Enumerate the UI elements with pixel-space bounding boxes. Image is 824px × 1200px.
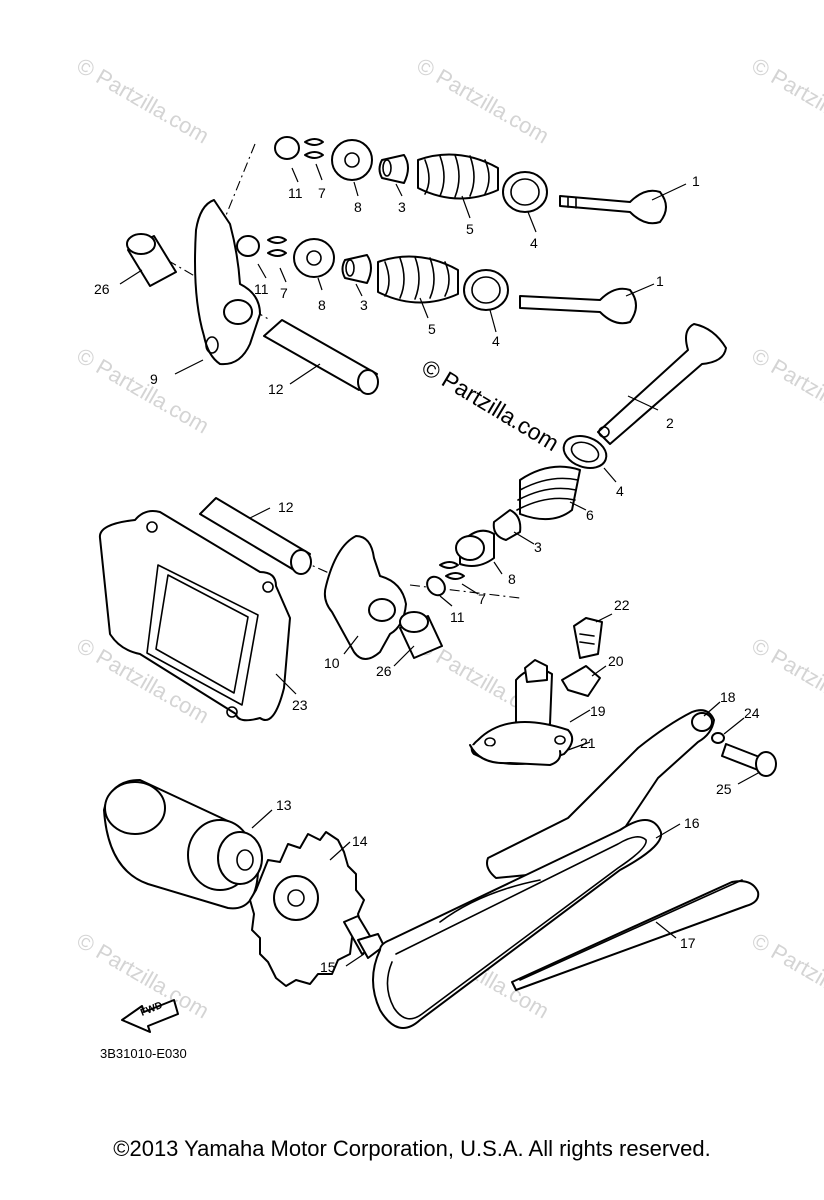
valve-row-upper <box>274 136 667 225</box>
callout-label: 15 <box>320 959 336 975</box>
rocker-shaft-12 <box>199 497 312 575</box>
callout-label: 11 <box>254 281 269 297</box>
axis-line <box>409 584 521 599</box>
callout-label: 14 <box>352 833 368 849</box>
valve-washer-4 <box>463 269 509 311</box>
callout-label: 3 <box>398 199 406 215</box>
rocker-shaft-12 <box>263 319 379 395</box>
watermark: © Partzilla.com <box>748 53 824 149</box>
cylinder-head-gasket-23 <box>98 510 291 722</box>
valve-keeper-7 <box>439 561 465 580</box>
chain-guide-bolt-25 <box>721 743 777 777</box>
valve-row-lower <box>236 235 637 325</box>
valve-cotter-11 <box>426 575 446 597</box>
rocker-shaft-sleeve-26 <box>126 233 177 287</box>
callout-label: 17 <box>680 935 696 951</box>
callout-label: 26 <box>376 663 392 679</box>
tensioner-gasket-21 <box>469 744 562 766</box>
callout-label: 18 <box>720 689 736 705</box>
callout-label: 3 <box>360 297 368 313</box>
callout-label: 7 <box>318 185 326 201</box>
chain-guide-18 <box>486 709 715 879</box>
rocker-arm-10 <box>323 535 407 660</box>
callout-label: 2 <box>666 415 674 431</box>
chain-guide-17 <box>511 879 760 991</box>
diagram-code: 3B31010-E030 <box>100 1046 187 1061</box>
valve-retainer-8 <box>331 139 373 181</box>
valve-washer-4 <box>562 435 608 469</box>
callout-label: 12 <box>278 499 294 515</box>
tensioner-clip-20 <box>561 665 601 697</box>
forward-arrow-icon: FWD <box>121 999 179 1033</box>
callout-label: 21 <box>580 735 596 751</box>
callout-label: 26 <box>94 281 110 297</box>
callout-label: 25 <box>716 781 732 797</box>
callout-label: 11 <box>450 609 465 625</box>
callout-label: 1 <box>692 173 700 189</box>
copyright-notice: ©2013 Yamaha Motor Corporation, U.S.A. A… <box>113 1136 711 1161</box>
watermark: © Partzilla.com <box>748 928 824 1024</box>
callout-label: 23 <box>292 697 308 713</box>
center-watermark: © Partzilla.com <box>417 354 563 456</box>
callout-label: 8 <box>508 571 516 587</box>
valve-keeper-7 <box>304 138 324 159</box>
callout-label: 7 <box>478 591 486 607</box>
valve-seal-3 <box>492 509 522 541</box>
watermark: © Partzilla.com <box>413 53 554 149</box>
valve-cotter-11 <box>274 136 300 160</box>
leader-lines <box>119 163 761 967</box>
callout-label: 4 <box>530 235 538 251</box>
callout-label: 6 <box>586 507 594 523</box>
valve-1 <box>519 287 637 325</box>
valve-seal-3 <box>341 254 372 284</box>
rocker-shaft-sleeve-26 <box>399 611 443 659</box>
watermark: © Partzilla.com <box>73 53 214 149</box>
callout-label: 7 <box>280 285 288 301</box>
callout-label: 12 <box>268 381 284 397</box>
callout-label: 19 <box>590 703 606 719</box>
valve-2 <box>597 323 727 445</box>
callout-label: 13 <box>276 797 292 813</box>
valve-spring-5 <box>417 153 499 200</box>
callout-label: 22 <box>614 597 630 613</box>
valve-spring-5 <box>377 255 459 304</box>
rocker-arm-9 <box>194 199 261 366</box>
valve-washer-4 <box>502 171 548 213</box>
cam-chain-16 <box>372 819 663 1029</box>
callout-label: 1 <box>656 273 664 289</box>
valve-cotter-11 <box>236 235 260 257</box>
callout-labels: 11 7 8 3 5 4 1 11 7 8 3 5 4 1 26 9 12 2 … <box>94 173 760 975</box>
callout-label: 8 <box>354 199 362 215</box>
cam-sprocket-14 <box>249 831 365 987</box>
valve-keeper-7 <box>267 236 287 257</box>
valve-retainer-8 <box>455 529 495 567</box>
callout-label: 3 <box>534 539 542 555</box>
callout-label: 8 <box>318 297 326 313</box>
watermark: © Partzilla.com <box>73 343 214 439</box>
callout-label: 9 <box>150 371 158 387</box>
valve-seal-3 <box>378 154 409 184</box>
callout-label: 20 <box>608 653 624 669</box>
watermark: © Partzilla.com <box>748 343 824 439</box>
callout-label: 24 <box>744 705 760 721</box>
callout-label: 16 <box>684 815 700 831</box>
tensioner-bolt-22 <box>573 617 603 659</box>
o-ring-24 <box>711 732 725 744</box>
callout-label: 5 <box>466 221 474 237</box>
valve-1 <box>559 189 667 225</box>
callout-label: 10 <box>324 655 340 671</box>
valve-retainer-8 <box>293 238 335 278</box>
callout-label: 4 <box>616 483 624 499</box>
camshaft-13 <box>103 779 263 910</box>
callout-label: 4 <box>492 333 500 349</box>
callout-label: 11 <box>288 185 303 201</box>
callout-label: 5 <box>428 321 436 337</box>
valve-spring-6 <box>516 465 581 521</box>
